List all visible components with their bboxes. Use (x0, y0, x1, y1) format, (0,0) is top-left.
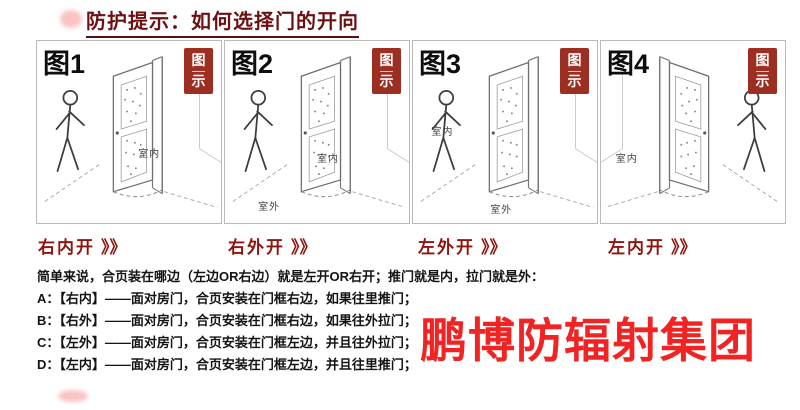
page-title: 防护提示：如何选择门的开向 (86, 5, 359, 38)
figure-label: 图1 (43, 49, 86, 79)
badge-char-bottom: 示 (191, 72, 206, 89)
direction-label-2: 右外开》》 (226, 233, 414, 258)
direction-row: 右内开》》 右外开》》 左外开》》 左内开》》 (36, 233, 794, 258)
direction-text: 右外开 (228, 238, 285, 257)
explain-item-c: C：【左外】——面对房门，合页安装在门框左边，并且往外拉门； (37, 335, 417, 350)
legend-badge: 图 示 (184, 48, 213, 94)
figure-panel-1: 图1 图 示 室内 (36, 40, 222, 224)
badge-divider (568, 70, 581, 72)
double-arrow-icon: 》》 (291, 238, 317, 257)
room-label-indoor: 室内 (138, 148, 161, 160)
legend-badge: 图 示 (560, 48, 589, 94)
badge-divider (192, 70, 205, 72)
badge-char-bottom: 示 (755, 72, 770, 89)
figure-label: 图4 (607, 49, 650, 79)
badge-char-top: 图 (567, 52, 582, 69)
red-smudge-top-left (60, 10, 82, 28)
double-arrow-icon: 》》 (101, 238, 127, 257)
room-label-indoor: 室内 (615, 154, 638, 166)
explain-intro: 简单来说，合页装在哪边（左边OR右边）就是左开OR右开；推门就是内，拉门就是外： (37, 269, 545, 284)
double-arrow-icon: 》》 (671, 238, 697, 257)
badge-char-bottom: 示 (379, 72, 394, 89)
badge-divider (756, 70, 769, 72)
watermark-text: 鹏博防辐射集团 (420, 314, 756, 367)
explain-item-b: B：【右外】——面对房门，合页安装在门框右边，如果往外拉门； (37, 313, 417, 328)
direction-label-1: 右内开》》 (36, 233, 224, 258)
double-arrow-icon: 》》 (481, 238, 507, 257)
room-label-outdoor: 室外 (490, 205, 513, 217)
room-label-outdoor: 室外 (258, 201, 281, 213)
room-label-indoor: 室内 (317, 154, 339, 166)
badge-char-top: 图 (191, 52, 206, 69)
legend-badge: 图 示 (372, 48, 401, 94)
room-label-indoor: 室内 (431, 126, 454, 138)
figure-panel-4: 图4 图 示 室内 (600, 40, 786, 224)
figure-label: 图3 (419, 49, 462, 79)
figure-panels-row: 图1 图 示 室内 图2 图 示 室内 室外 图3 图 示 室内 室外 图4 (36, 40, 786, 224)
figure-panel-2: 图2 图 示 室内 室外 (224, 40, 410, 224)
direction-text: 左内开 (608, 238, 665, 257)
badge-char-top: 图 (755, 52, 770, 69)
red-smudge-bottom-left (58, 390, 88, 402)
direction-label-4: 左内开》》 (606, 233, 794, 258)
direction-text: 左外开 (418, 238, 475, 257)
badge-char-bottom: 示 (567, 72, 582, 89)
explain-item-a: A：【右内】——面对房门，合页安装在门框右边，如果往里推门； (37, 291, 417, 306)
badge-divider (380, 70, 393, 72)
figure-panel-3: 图3 图 示 室内 室外 (412, 40, 598, 224)
direction-label-3: 左外开》》 (416, 233, 604, 258)
badge-char-top: 图 (379, 52, 394, 69)
legend-badge: 图 示 (748, 48, 777, 94)
figure-label: 图2 (231, 49, 274, 79)
explain-item-d: D：【左内】——面对房门，合页安装在门框左边，并且往里推门； (37, 357, 417, 372)
direction-text: 右内开 (38, 238, 95, 257)
explanation-block: 简单来说，合页装在哪边（左边OR右边）就是左开OR右开；推门就是内，拉门就是外：… (37, 266, 544, 376)
